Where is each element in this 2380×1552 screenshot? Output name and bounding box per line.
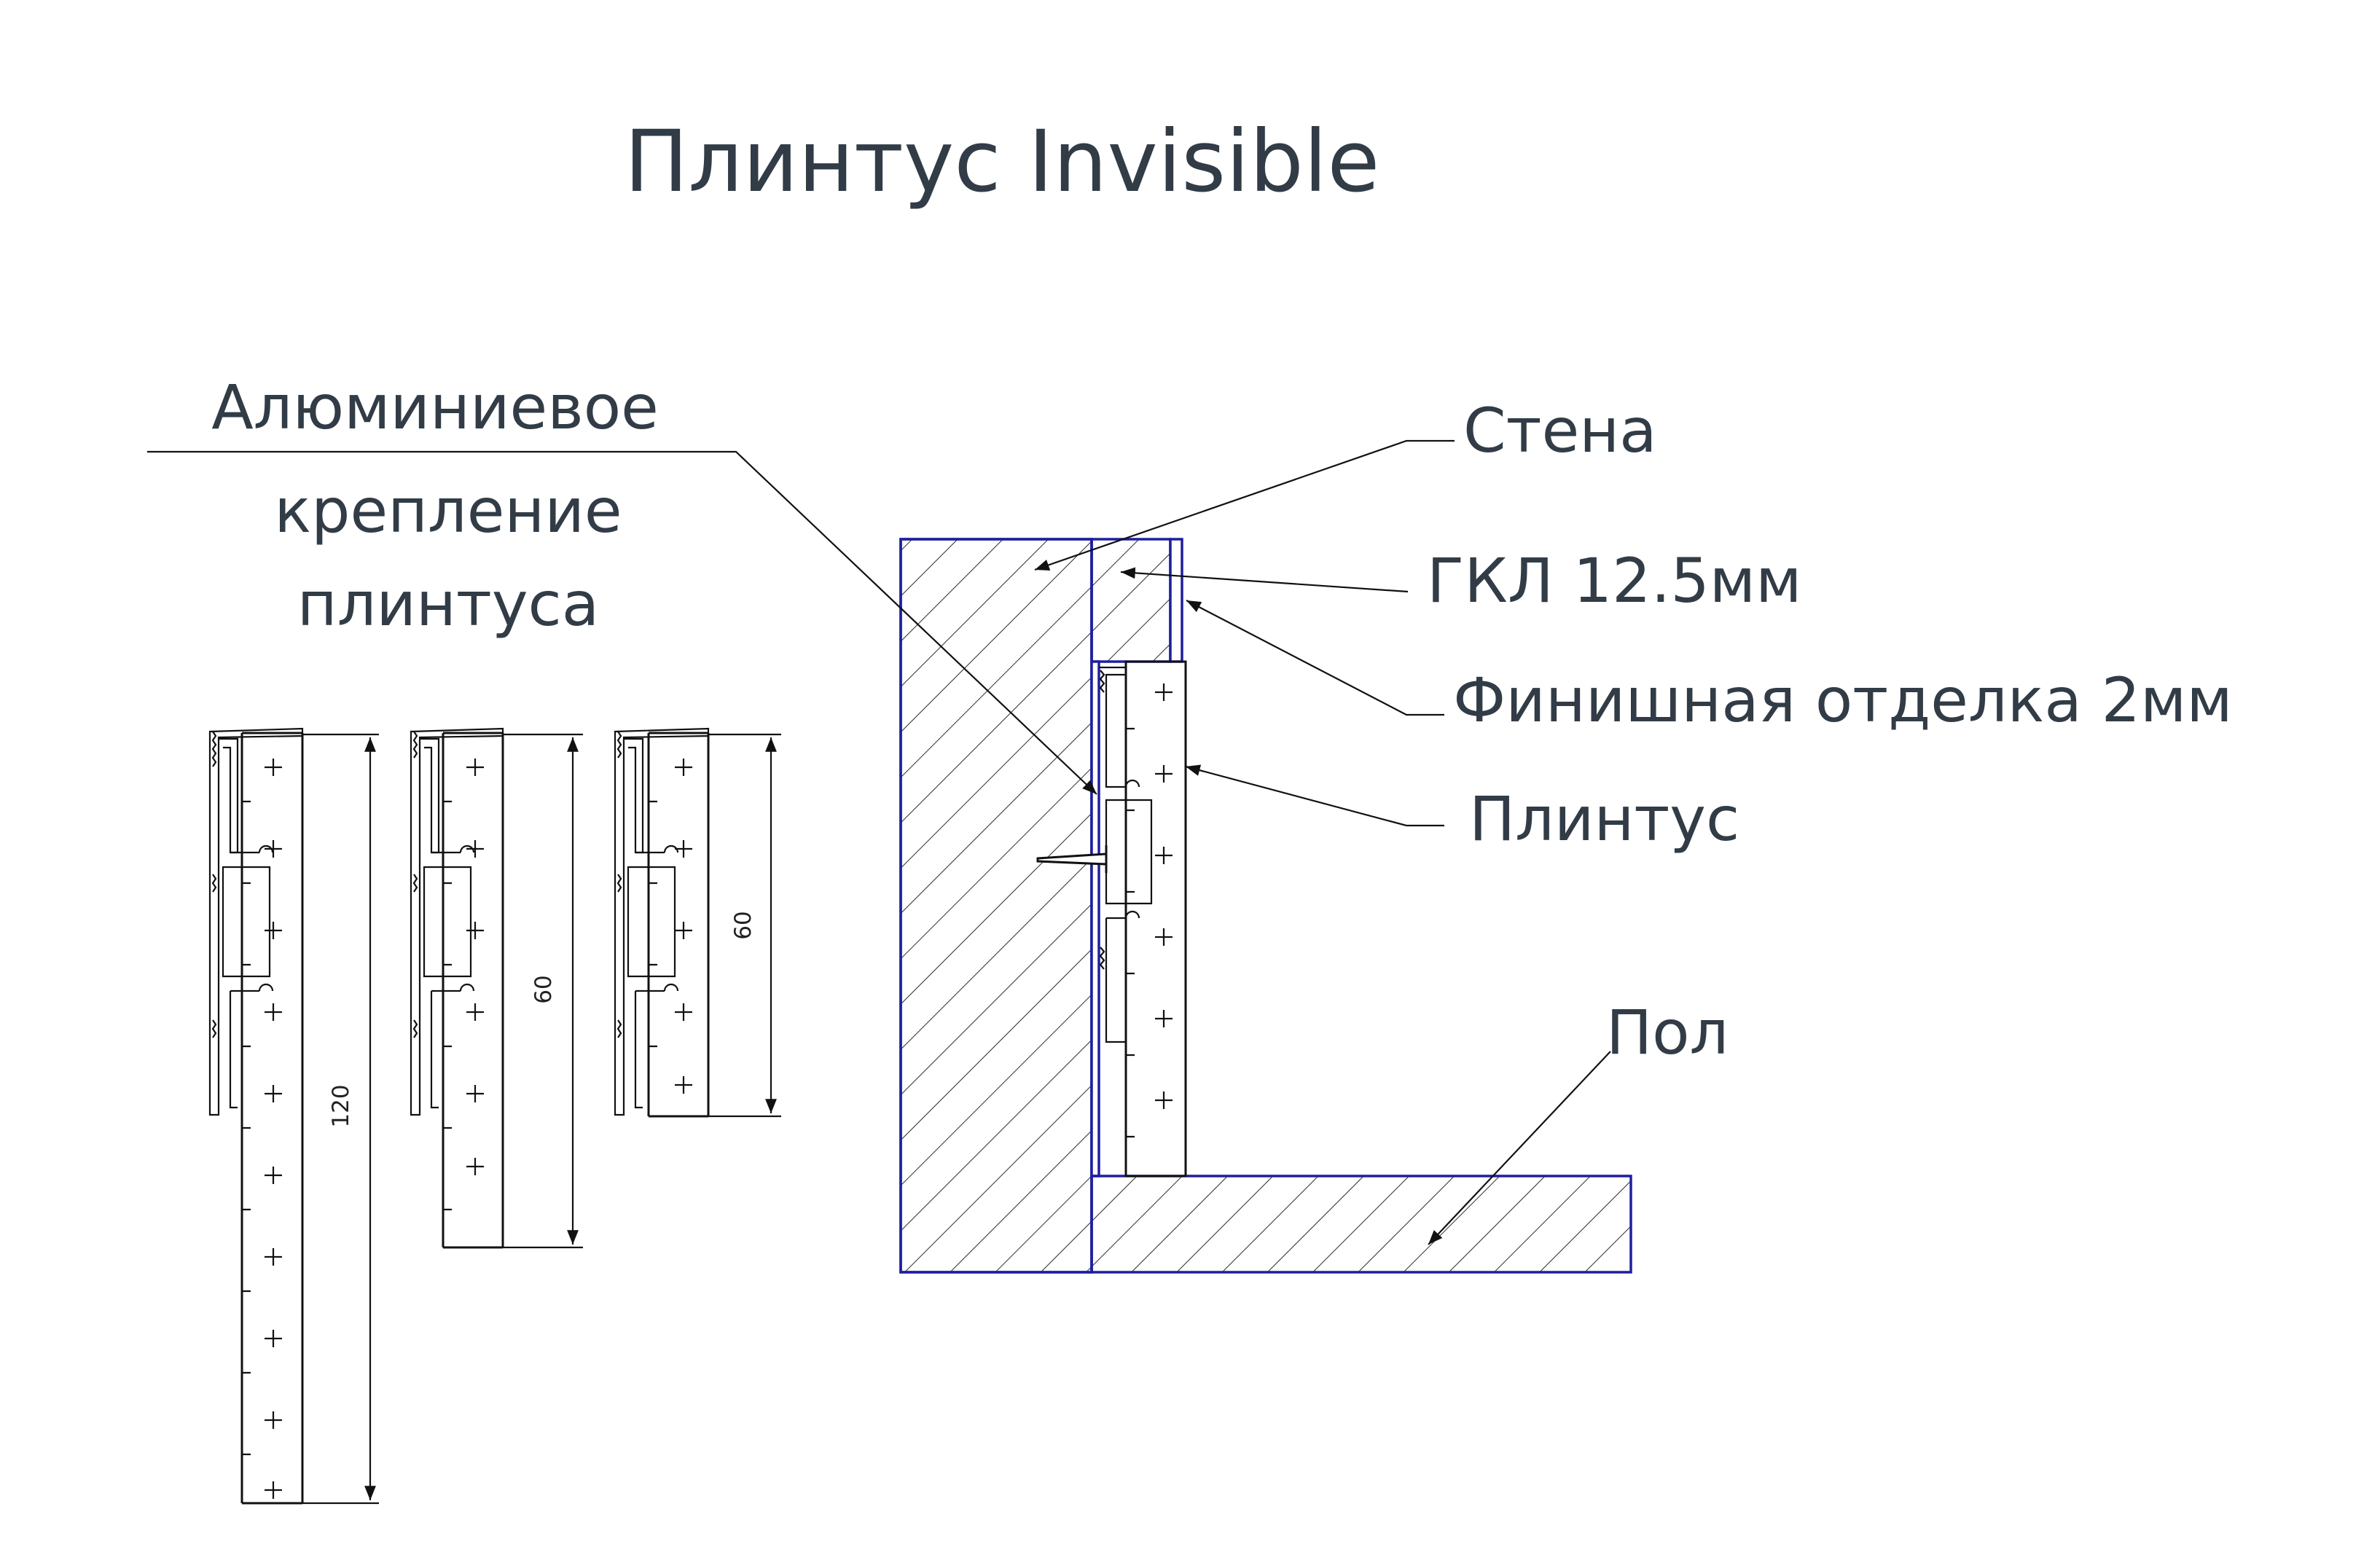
- label-finish: Финишная отделка 2мм: [1453, 665, 2233, 736]
- screw: [1036, 845, 1108, 873]
- profile-60-short-drawing: 60: [614, 727, 781, 1118]
- label-floor: Пол: [1606, 997, 1729, 1068]
- finish-layer: [1169, 538, 1183, 663]
- dimension-line-120: [302, 733, 379, 1505]
- wall-hatch: [899, 538, 1093, 1274]
- dimension-label-120: 120: [328, 1084, 354, 1127]
- wall-section: [899, 538, 1632, 1274]
- aluminum-clip-60-a: [410, 727, 504, 1116]
- plinth-board-60-b: [647, 732, 710, 1118]
- profile-60-board-drawing: 60: [410, 727, 583, 1249]
- label-aluminum-line3: плинтуса: [297, 568, 599, 640]
- dimension-line-60-a: [503, 733, 583, 1249]
- leader-lines: [147, 439, 1611, 1245]
- profile-120-drawing: 120: [208, 727, 379, 1505]
- page-title: Плинтус Invisible: [625, 111, 1380, 211]
- label-aluminum-line1: Алюминиевое: [211, 372, 659, 443]
- aluminum-clip-60-b: [614, 727, 710, 1116]
- label-plinth: Плинтус: [1469, 783, 1739, 855]
- label-aluminum-line2: крепление: [274, 475, 622, 546]
- label-wall: Стена: [1463, 395, 1657, 466]
- wall-strip: [1090, 660, 1100, 1177]
- dimension-label-60-a: 60: [531, 975, 557, 1003]
- dimension-line-60-b: [708, 733, 781, 1118]
- floor-hatch: [1090, 1175, 1632, 1274]
- plinth-board-120: [240, 732, 304, 1505]
- label-gkl: ГКЛ 12.5мм: [1427, 545, 1802, 616]
- aluminum-clip-120: [208, 727, 304, 1116]
- gkl-hatch: [1090, 538, 1172, 663]
- dimension-label-60-b: 60: [730, 911, 756, 939]
- plinth-section: [1036, 660, 1187, 1177]
